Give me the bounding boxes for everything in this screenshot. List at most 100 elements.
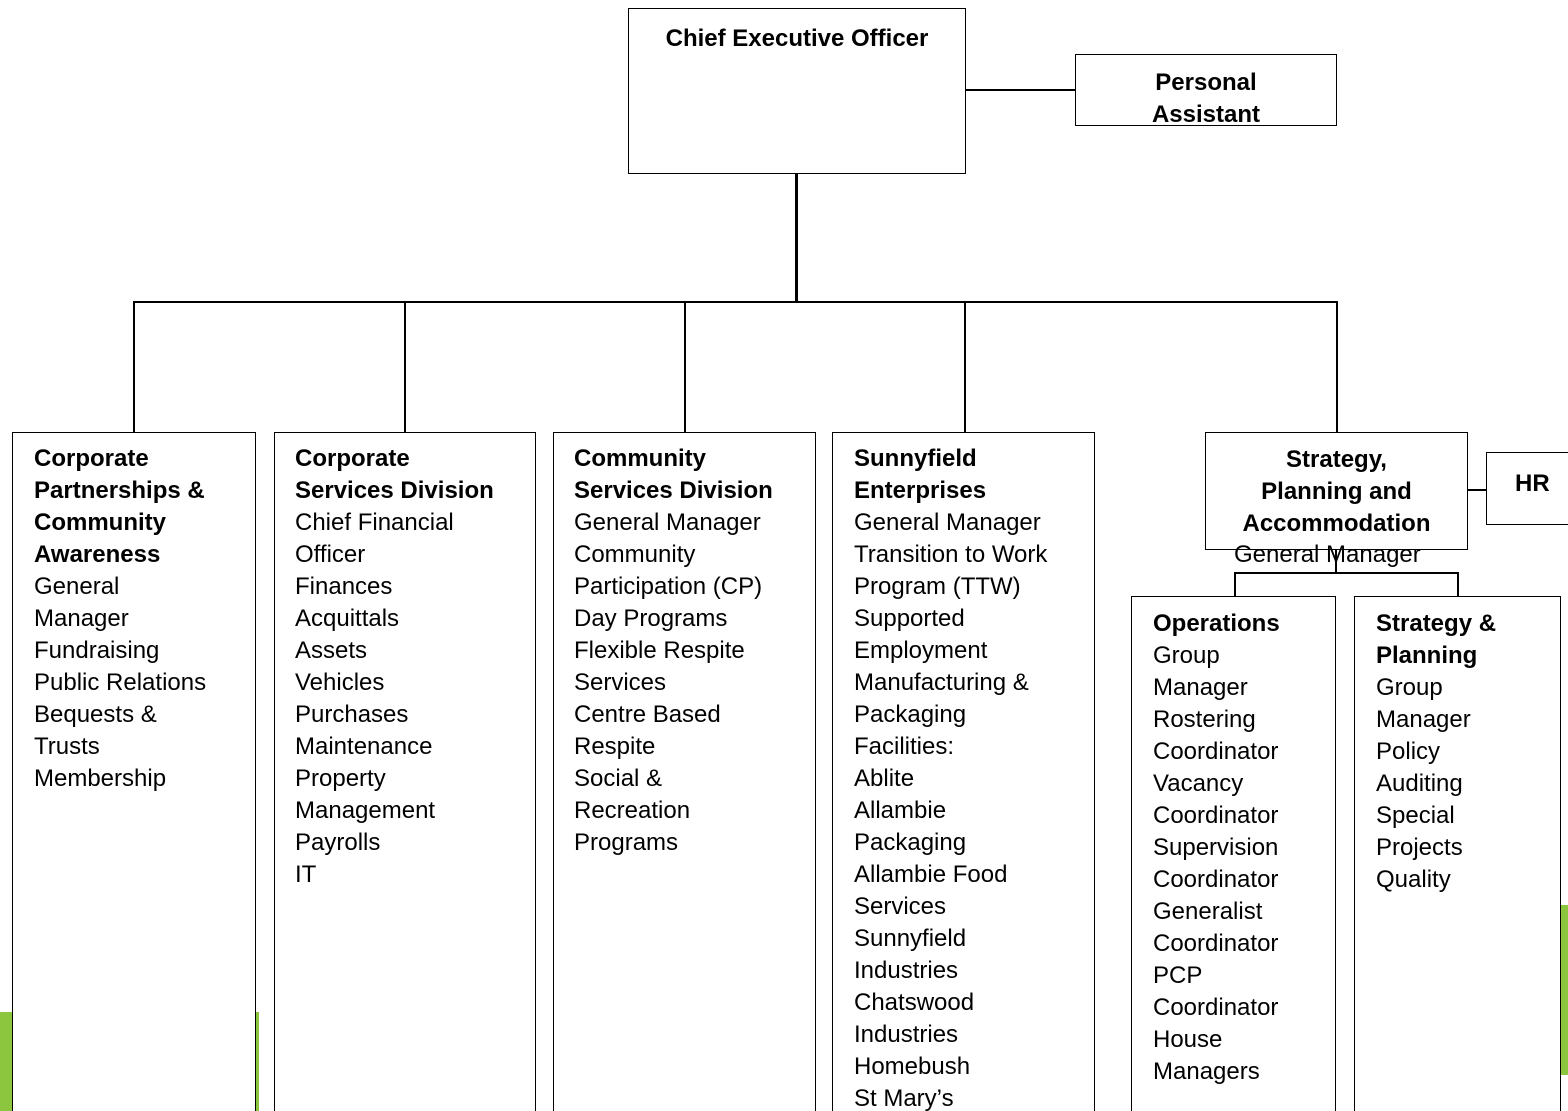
division-item: Services bbox=[574, 669, 667, 696]
connector-drop-3 bbox=[684, 301, 686, 432]
division-box-corporate-services bbox=[274, 432, 536, 1111]
connector-sub-horizontal bbox=[1234, 572, 1458, 574]
division-item: Participation (CP) bbox=[574, 573, 763, 600]
hr-box: HR bbox=[1486, 452, 1568, 525]
division-item: Chief Financial bbox=[295, 509, 454, 536]
operations-item: Group bbox=[1153, 642, 1220, 669]
strategy-planning-title-line: Planning bbox=[1376, 642, 1478, 669]
division-item: Ablite bbox=[854, 765, 915, 792]
division-item: Program (TTW) bbox=[854, 573, 1021, 600]
connector-drop-4 bbox=[964, 301, 966, 432]
hr-title: HR bbox=[1515, 470, 1550, 497]
strategy-planning-item: Quality bbox=[1376, 866, 1451, 893]
division-enterprises: Sunnyfield Enterprises General Manager T… bbox=[854, 443, 1047, 1111]
connector-ceo-down bbox=[795, 173, 798, 302]
division-item: Management bbox=[295, 797, 436, 824]
division-title-line: Services Division bbox=[295, 477, 494, 504]
connector-drop-2 bbox=[404, 301, 406, 432]
operations-item: PCP bbox=[1153, 962, 1203, 989]
division-item: Payrolls bbox=[295, 829, 381, 856]
division-corporate-services: Corporate Services Division Chief Financ… bbox=[295, 443, 494, 891]
division-item: Allambie bbox=[854, 797, 947, 824]
strategy-planning-item: Policy bbox=[1376, 738, 1441, 765]
strategy-planning-item: Manager bbox=[1376, 706, 1471, 733]
division-item: Property bbox=[295, 765, 386, 792]
connector-drop-5 bbox=[1336, 301, 1338, 432]
connector-strategy-hr bbox=[1467, 489, 1487, 491]
division-title-line: Awareness bbox=[34, 541, 161, 568]
division-item: Finances bbox=[295, 573, 393, 600]
division-item: Flexible Respite bbox=[574, 637, 745, 664]
assistant-box: Personal Assistant bbox=[1075, 54, 1337, 128]
division-item: St Mary’s bbox=[854, 1085, 954, 1111]
division-title-line: Corporate bbox=[34, 445, 149, 472]
division-item: Purchases bbox=[295, 701, 409, 728]
strategy-title-line: Planning and bbox=[1261, 478, 1412, 505]
division-item: Homebush bbox=[854, 1053, 971, 1080]
connector-drop-1 bbox=[133, 301, 135, 432]
operations-item: Supervision bbox=[1153, 834, 1279, 861]
operations-box bbox=[1131, 596, 1336, 1111]
division-title-line: Community bbox=[34, 509, 166, 536]
division-item: Day Programs bbox=[574, 605, 728, 632]
division-item: Vehicles bbox=[295, 669, 385, 696]
division-box-partnerships bbox=[12, 432, 256, 1111]
division-title-line: Corporate bbox=[295, 445, 410, 472]
strategy-box: Strategy, Planning and Accommodation bbox=[1205, 432, 1468, 550]
division-item: Packaging bbox=[854, 829, 967, 856]
division-item: Recreation bbox=[574, 797, 691, 824]
operations-item: Managers bbox=[1153, 1058, 1260, 1085]
division-item: General Manager bbox=[574, 509, 761, 536]
division-item: Employment bbox=[854, 637, 988, 664]
division-box-enterprises bbox=[832, 432, 1095, 1111]
division-title-line: Enterprises bbox=[854, 477, 987, 504]
division-title-line: Sunnyfield bbox=[854, 445, 977, 472]
division-title-line: Partnerships & bbox=[34, 477, 205, 504]
operations-item: Coordinator bbox=[1153, 994, 1279, 1021]
division-partnerships: Corporate Partnerships & Community Aware… bbox=[34, 443, 206, 795]
connector-horizontal bbox=[133, 301, 1337, 303]
strategy-planning-item: Auditing bbox=[1376, 770, 1463, 797]
division-item: Transition to Work bbox=[854, 541, 1048, 568]
division-item: Programs bbox=[574, 829, 679, 856]
division-item: Public Relations bbox=[34, 669, 207, 696]
division-item: Packaging bbox=[854, 701, 967, 728]
operations-item: Coordinator bbox=[1153, 930, 1279, 957]
division-item: Allambie Food bbox=[854, 861, 1008, 888]
division-item: Manufacturing & bbox=[854, 669, 1029, 696]
division-item: General Manager bbox=[854, 509, 1041, 536]
operations-item: Coordinator bbox=[1153, 866, 1279, 893]
connector-strategy-down bbox=[1335, 548, 1337, 573]
operations-item: Coordinator bbox=[1153, 802, 1279, 829]
division-item: Trusts bbox=[34, 733, 100, 760]
division-item: Services bbox=[854, 893, 947, 920]
division-item: General bbox=[34, 573, 120, 600]
ceo-box: Chief Executive Officer bbox=[628, 8, 966, 174]
connector-sub-drop-1 bbox=[1234, 572, 1236, 597]
division-item: IT bbox=[295, 861, 317, 888]
division-item: Membership bbox=[34, 765, 167, 792]
division-item: Acquittals bbox=[295, 605, 400, 632]
division-item: Bequests & bbox=[34, 701, 157, 728]
assistant-title: Personal Assistant bbox=[1151, 69, 1261, 128]
strategy-title-line: Accommodation bbox=[1242, 510, 1431, 537]
division-title-line: Services Division bbox=[574, 477, 773, 504]
strategy-planning-item: Projects bbox=[1376, 834, 1463, 861]
division-community-services: Community Services Division General Mana… bbox=[574, 443, 773, 859]
operations-item: House bbox=[1153, 1026, 1223, 1053]
division-item: Fundraising bbox=[34, 637, 160, 664]
operations-column: Operations Group Manager Rostering Coord… bbox=[1153, 608, 1280, 1088]
strategy-subtitle: General Manager bbox=[1234, 541, 1421, 568]
strategy-planning-title-line: Strategy & bbox=[1376, 610, 1497, 637]
operations-item: Generalist bbox=[1153, 898, 1263, 925]
division-item: Chatswood bbox=[854, 989, 975, 1016]
strategy-planning-item: Special bbox=[1376, 802, 1455, 829]
division-item: Manager bbox=[34, 605, 129, 632]
decor-green-left-2 bbox=[255, 1012, 259, 1111]
operations-title: Operations bbox=[1153, 610, 1280, 637]
strategy-planning-item: Group bbox=[1376, 674, 1443, 701]
division-item: Maintenance bbox=[295, 733, 433, 760]
connector-sub-drop-2 bbox=[1457, 572, 1459, 597]
division-box-community-services bbox=[553, 432, 816, 1111]
ceo-title: Chief Executive Officer bbox=[665, 25, 929, 52]
